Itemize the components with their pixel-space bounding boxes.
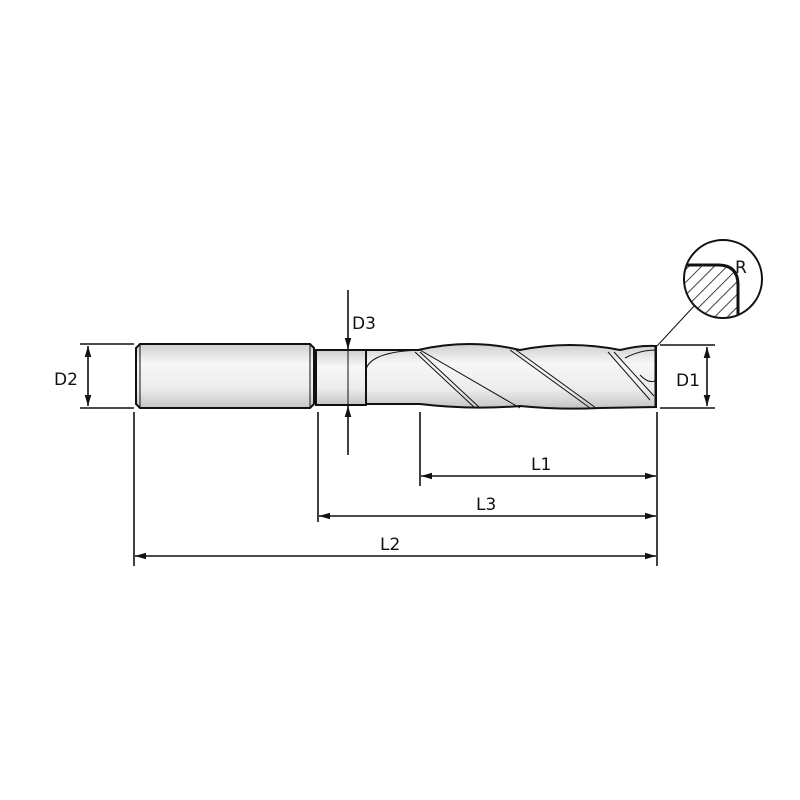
shank (135, 343, 315, 409)
label-d1: D1 (676, 371, 700, 391)
leader-line (656, 304, 696, 347)
dimension-d2: D2 (54, 343, 134, 409)
label-l1: L1 (531, 455, 551, 475)
label-l2: L2 (380, 535, 400, 555)
dimension-l1: L1 (421, 455, 656, 480)
label-d2: D2 (54, 370, 78, 390)
dimension-l2: L2 (135, 535, 656, 560)
dimension-d3: D3 (344, 290, 376, 455)
neck (315, 349, 367, 406)
dimension-l3: L3 (319, 495, 656, 520)
dimension-d1: D1 (660, 344, 715, 409)
extension-lines (133, 412, 658, 566)
label-d3: D3 (352, 314, 376, 334)
label-r: R (735, 258, 747, 278)
label-l3: L3 (476, 495, 496, 515)
corner-radius-detail: R (656, 239, 763, 347)
flute-section (364, 343, 657, 410)
